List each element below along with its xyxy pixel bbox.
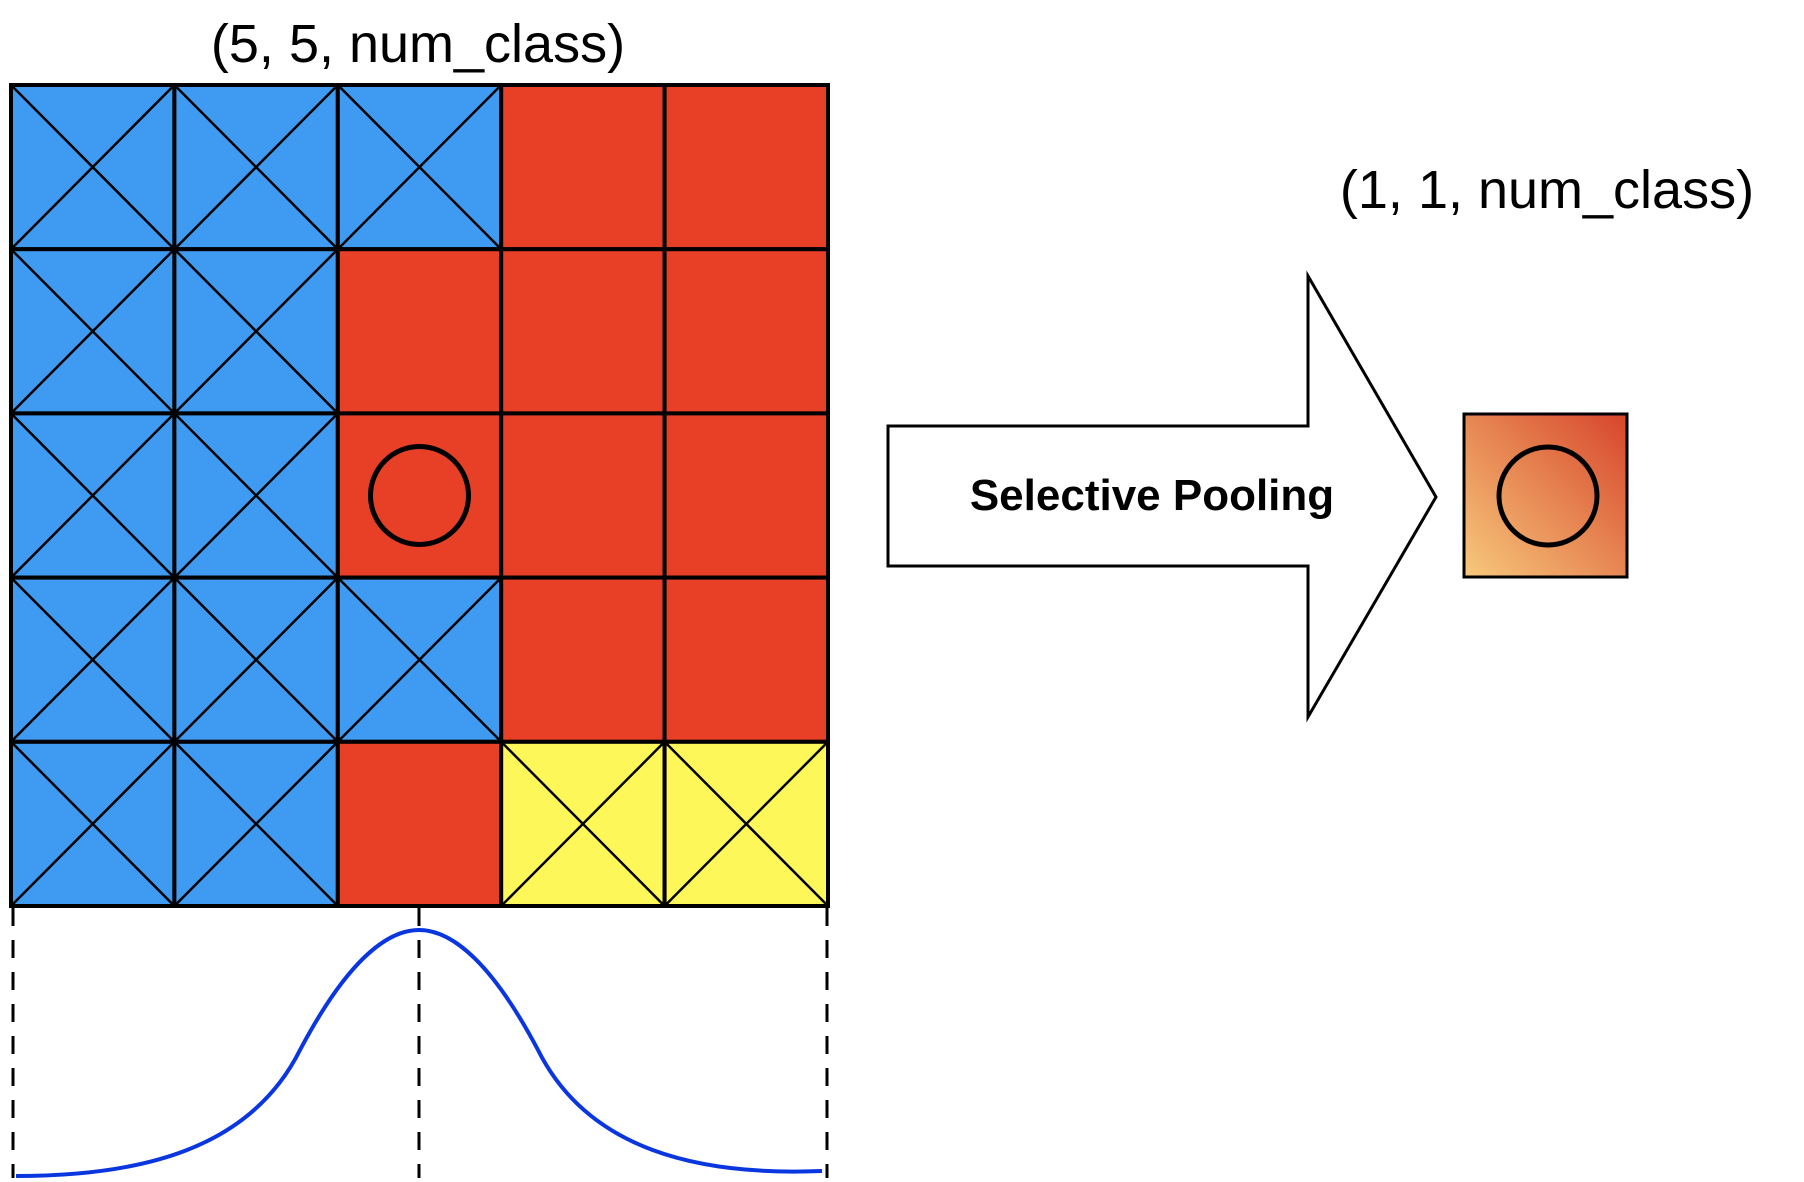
- grid-cell-r5-c1: [9, 739, 177, 908]
- grid-cell-r5-c2: [172, 739, 340, 908]
- center-circle-icon: [368, 444, 471, 547]
- input-shape-label: (5, 5, num_class): [211, 14, 625, 74]
- cross-mark-icon: [173, 576, 339, 743]
- grid-cell-r1-c2: [172, 83, 340, 252]
- grid-cell-fill: [499, 575, 667, 744]
- grid-cell-r2-c4: [499, 247, 667, 416]
- grid-cell-fill: [662, 83, 830, 252]
- arrow-shape: [886, 270, 1438, 723]
- grid-cell-r4-c5: [662, 575, 830, 744]
- grid-cell-r1-c5: [662, 83, 830, 252]
- cross-mark-icon: [10, 740, 176, 907]
- grid-cell-r5-c4: [499, 739, 667, 908]
- grid-cell-r4-c2: [172, 575, 340, 744]
- grid-cell-fill: [662, 575, 830, 744]
- cross-mark-icon: [173, 412, 339, 579]
- arrow-label: Selective Pooling: [970, 471, 1334, 520]
- selective-pooling-arrow: Selective Pooling: [886, 270, 1438, 723]
- grid-cell-r4-c3: [335, 575, 504, 744]
- cross-mark-icon: [663, 740, 829, 907]
- grid-cell-r2-c2: [172, 247, 340, 416]
- grid-border: [9, 83, 830, 908]
- cross-mark-icon: [173, 84, 339, 251]
- gaussian-weight-curve: [15, 927, 823, 1178]
- cross-mark-icon: [10, 248, 176, 415]
- cross-mark-icon: [336, 84, 503, 251]
- cross-mark-icon: [10, 576, 176, 743]
- grid-cell-fill: [662, 247, 830, 416]
- grid-cell-fill: [499, 83, 667, 252]
- grid-cell-r2-c5: [662, 247, 830, 416]
- dashed-guide-lines: [11, 908, 829, 1178]
- grid-cell-r3-c4: [499, 411, 667, 580]
- grid-cell-fill: [499, 247, 667, 416]
- cross-mark-icon: [173, 740, 339, 907]
- grid-cell-r3-c1: [9, 411, 177, 580]
- grid-cell-fill: [499, 411, 667, 580]
- grid-cell-fill: [335, 739, 504, 908]
- grid-cell-r1-c1: [9, 83, 177, 252]
- grid-cell-fill: [335, 411, 504, 580]
- pooled-output-cell: [1462, 412, 1629, 579]
- grid-cell-fill: [662, 411, 830, 580]
- pooled-circle-icon: [1496, 444, 1600, 548]
- grid-cell-r2-c3: [335, 247, 504, 416]
- output-shape-label: (1, 1, num_class): [1340, 160, 1754, 220]
- grid-cell-r3-c2: [172, 411, 340, 580]
- grid-cell-fill: [335, 247, 504, 416]
- grid-cell-r1-c4: [499, 83, 667, 252]
- grid-cell-r5-c5: [662, 739, 830, 908]
- grid-cell-r5-c3: [335, 739, 504, 908]
- feature-map-grid: [9, 83, 830, 908]
- cross-mark-icon: [173, 248, 339, 415]
- grid-cell-r4-c4: [499, 575, 667, 744]
- grid-cell-r3-c3: [335, 411, 504, 580]
- cross-mark-icon: [336, 576, 503, 743]
- pooled-cell-square: [1462, 412, 1629, 579]
- grid-cell-r1-c3: [335, 83, 504, 252]
- grid-cell-r2-c1: [9, 247, 177, 416]
- cross-mark-icon: [10, 412, 176, 579]
- cross-mark-icon: [10, 84, 176, 251]
- cross-mark-icon: [500, 740, 666, 907]
- grid-cell-r3-c5: [662, 411, 830, 580]
- grid-cell-r4-c1: [9, 575, 177, 744]
